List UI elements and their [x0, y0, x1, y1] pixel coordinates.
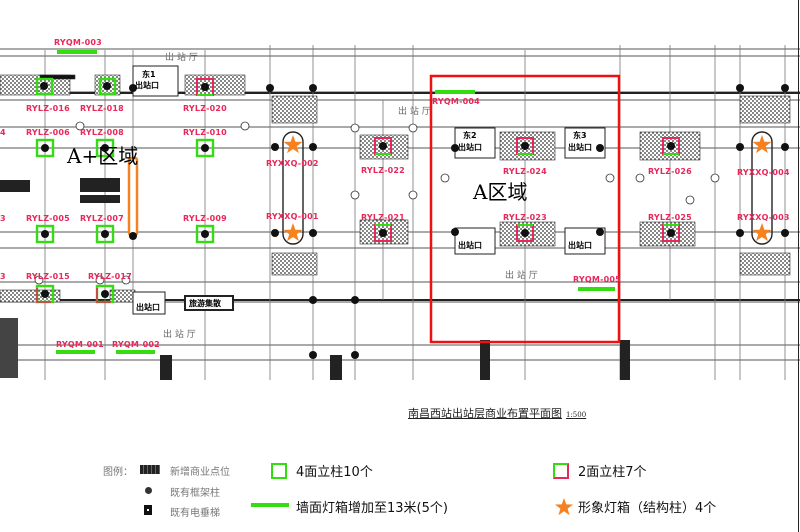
- drawing-title-text: 南昌西站出站层商业布置平面图: [408, 407, 562, 420]
- label-ryqm-001: RYQM-001: [56, 340, 104, 349]
- dot-icon: [145, 487, 152, 494]
- label-rylz-016: RYLZ-016: [26, 104, 70, 113]
- wall-lightbox-line-icon: [251, 503, 289, 507]
- room-exit-label-4: 出站口: [458, 241, 482, 250]
- legend-label-image-lightbox: 形象灯箱（结构柱）4个: [578, 501, 717, 516]
- legend-heading: 图例：: [103, 467, 133, 478]
- zone-label-a: A区域: [473, 180, 528, 204]
- room-exit-label-5: 出站口: [568, 241, 592, 250]
- room-exit-label-6: 出站口: [136, 303, 160, 312]
- zone-label-a-plus: A+区域: [67, 144, 139, 168]
- label-rylz-020: RYLZ-020: [183, 104, 227, 113]
- elevator-icon: [144, 505, 152, 515]
- edge-label: 3: [0, 214, 6, 223]
- label-ryxxq-002: RYXXQ-002: [266, 159, 319, 168]
- label-rylz-006: RYLZ-006: [26, 128, 70, 137]
- label-rylz-017: RYLZ-017: [88, 272, 132, 281]
- room-waiting-1: 出 站 厅: [165, 53, 198, 63]
- label-ryqm-005: RYQM-005: [573, 275, 621, 284]
- legend-label-wall-lightbox: 墙面灯箱增加至13米(5个): [296, 501, 448, 516]
- room-waiting-4: 出 站 厅: [163, 330, 196, 340]
- room-exit-label-1: 出站口: [135, 81, 159, 90]
- room-exit-label-2: 出站口: [458, 143, 482, 152]
- label-ryqm-003: RYQM-003: [54, 38, 102, 47]
- drawing-scale: 1:500: [566, 411, 587, 419]
- floor-plan-drawing: [0, 45, 800, 380]
- label-rylz-015: RYLZ-015: [26, 272, 70, 281]
- two-face-column-icon: [553, 463, 569, 479]
- edge-label: 4: [0, 128, 6, 137]
- label-ryxxq-001: RYXXQ-001: [266, 212, 319, 221]
- a-zone-highlight-box: [429, 74, 621, 344]
- label-rylz-018: RYLZ-018: [80, 104, 124, 113]
- label-ryxxq-004: RYXXQ-004: [737, 168, 790, 177]
- label-rylz-005: RYLZ-005: [26, 214, 70, 223]
- label-rylz-021: RYLZ-021: [361, 213, 405, 222]
- label-rylz-025: RYLZ-025: [648, 213, 692, 222]
- label-ryxxq-003: RYXXQ-003: [737, 213, 790, 222]
- legend-label-new-commercial: 新增商业点位: [170, 467, 230, 478]
- label-rylz-008: RYLZ-008: [80, 128, 124, 137]
- room-exit-label-3: 出站口: [568, 143, 592, 152]
- room-exit-east3: 东3: [573, 131, 587, 140]
- star-icon: [554, 497, 574, 516]
- room-waiting-3: 出 站 厅: [505, 271, 538, 281]
- four-face-column-icon: [271, 463, 287, 479]
- label-rylz-024: RYLZ-024: [503, 167, 547, 176]
- edge-label: 3: [0, 272, 6, 281]
- label-rylz-023: RYLZ-023: [503, 213, 547, 222]
- room-tourist: 旅游集散: [189, 299, 221, 308]
- label-ryqm-004: RYQM-004: [432, 97, 480, 106]
- label-ryqm-002: RYQM-002: [112, 340, 160, 349]
- label-rylz-010: RYLZ-010: [183, 128, 227, 137]
- legend-label-elevator: 既有电垂梯: [170, 508, 220, 519]
- legend-label-four-face: 4面立柱10个: [296, 465, 373, 480]
- label-rylz-026: RYLZ-026: [648, 167, 692, 176]
- room-exit-east2: 东2: [463, 131, 477, 140]
- drawing-title: 南昌西站出站层商业布置平面图 1:500: [408, 405, 586, 421]
- legend-label-frame-column: 既有框架柱: [170, 488, 220, 499]
- legend-label-two-face: 2面立柱7个: [578, 465, 647, 480]
- frame-border: [798, 0, 799, 532]
- hatched-block-icon: [140, 465, 160, 474]
- room-waiting-2: 出 站 厅: [398, 107, 431, 117]
- label-rylz-022: RYLZ-022: [361, 166, 405, 175]
- room-exit-east1: 东1: [142, 70, 156, 79]
- label-rylz-009: RYLZ-009: [183, 214, 227, 223]
- label-rylz-007: RYLZ-007: [80, 214, 124, 223]
